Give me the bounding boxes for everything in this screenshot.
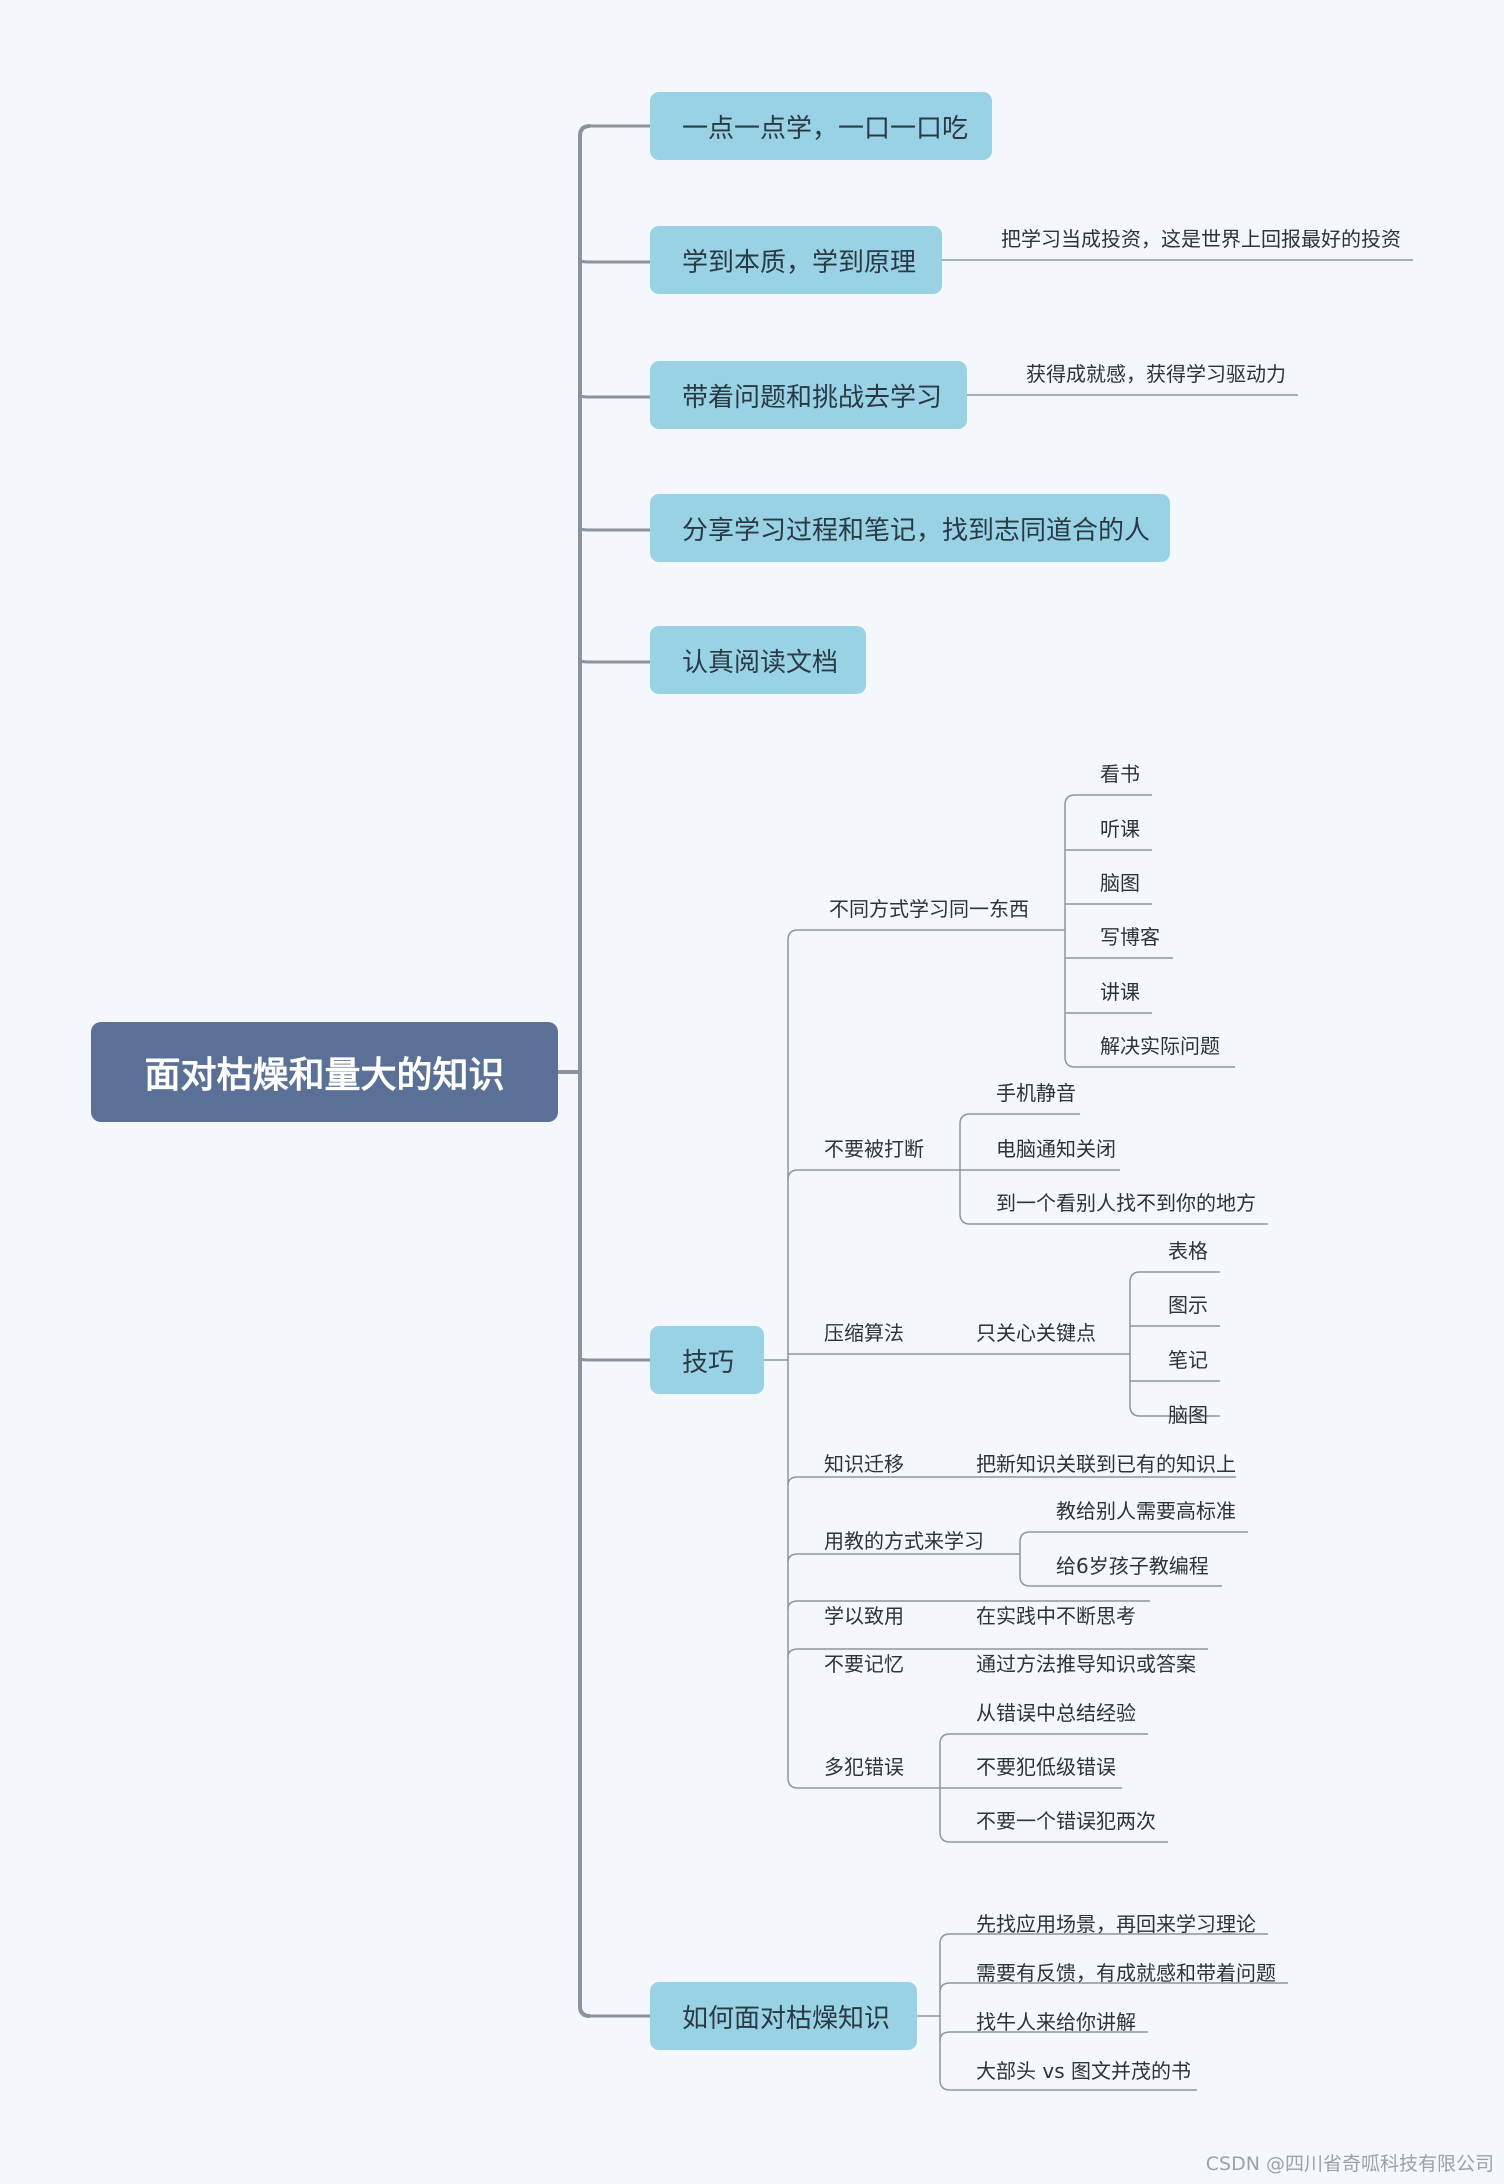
skill-high-standard[interactable]: 教给别人需要高标准 — [1056, 1499, 1236, 1523]
skill-apply-detail[interactable]: 在实践中不断思考 — [976, 1604, 1136, 1628]
tip-expert[interactable]: 找牛人来给你讲解 — [976, 2010, 1136, 2034]
skill-way-solve-problems[interactable]: 解决实际问题 — [1100, 1034, 1220, 1058]
note-achievement[interactable]: 获得成就感，获得学习驱动力 — [1026, 362, 1286, 386]
skill-make-mistakes[interactable]: 多犯错误 — [824, 1755, 904, 1779]
topic-read-docs[interactable]: 认真阅读文档 — [650, 626, 866, 694]
skill-apply[interactable]: 学以致用 — [824, 1604, 904, 1628]
skill-no-memorize[interactable]: 不要记忆 — [824, 1652, 904, 1676]
tip-scenario-first[interactable]: 先找应用场景，再回来学习理论 — [976, 1912, 1256, 1936]
skill-learn-from-errors[interactable]: 从错误中总结经验 — [976, 1701, 1136, 1725]
topic-skills[interactable]: 技巧 — [650, 1326, 764, 1394]
skill-way-mindmap[interactable]: 脑图 — [1100, 871, 1140, 895]
tip-feedback[interactable]: 需要有反馈，有成就感和带着问题 — [976, 1961, 1276, 1985]
topic-share-notes[interactable]: 分享学习过程和笔记，找到志同道合的人 — [650, 494, 1170, 562]
skill-mindmap[interactable]: 脑图 — [1168, 1403, 1208, 1427]
note-invest[interactable]: 把学习当成投资，这是世界上回报最好的投资 — [1001, 227, 1401, 251]
skill-key-points[interactable]: 只关心关键点 — [976, 1321, 1096, 1345]
skill-phone-silent[interactable]: 手机静音 — [996, 1081, 1076, 1105]
tip-books[interactable]: 大部头 vs 图文并茂的书 — [976, 2059, 1191, 2083]
skill-table[interactable]: 表格 — [1168, 1239, 1208, 1263]
skill-way-teach[interactable]: 讲课 — [1100, 980, 1140, 1004]
skill-way-blog[interactable]: 写博客 — [1100, 925, 1160, 949]
watermark: CSDN @四川省奇呱科技有限公司 — [1205, 2153, 1494, 2175]
topic-bite-by-bite[interactable]: 一点一点学，一口一口吃 — [650, 92, 992, 160]
skill-derive[interactable]: 通过方法推导知识或答案 — [976, 1652, 1196, 1676]
skill-compression[interactable]: 压缩算法 — [824, 1321, 904, 1345]
skill-multiple-ways[interactable]: 不同方式学习同一东西 — [829, 897, 1029, 921]
topic-learn-essence[interactable]: 学到本质，学到原理 — [650, 226, 942, 294]
skill-no-low-errors[interactable]: 不要犯低级错误 — [976, 1755, 1116, 1779]
skill-no-repeat-errors[interactable]: 不要一个错误犯两次 — [976, 1809, 1156, 1833]
skill-way-lecture[interactable]: 听课 — [1100, 817, 1140, 841]
topic-face-boring-knowledge[interactable]: 如何面对枯燥知识 — [650, 1982, 917, 2050]
skill-no-interruption[interactable]: 不要被打断 — [824, 1137, 924, 1161]
skill-notes[interactable]: 笔记 — [1168, 1348, 1208, 1372]
root-topic[interactable]: 面对枯燥和量大的知识 — [91, 1022, 558, 1122]
skill-transfer[interactable]: 知识迁移 — [824, 1452, 904, 1476]
skill-notifications-off[interactable]: 电脑通知关闭 — [996, 1137, 1116, 1161]
skill-hidden-place[interactable]: 到一个看别人找不到你的地方 — [996, 1191, 1256, 1215]
skill-learn-by-teaching[interactable]: 用教的方式来学习 — [824, 1529, 984, 1553]
skill-way-book[interactable]: 看书 — [1100, 762, 1140, 786]
topic-learn-with-problems[interactable]: 带着问题和挑战去学习 — [650, 361, 967, 429]
skill-transfer-detail[interactable]: 把新知识关联到已有的知识上 — [976, 1452, 1236, 1476]
skill-diagram[interactable]: 图示 — [1168, 1293, 1208, 1317]
skill-teach-child[interactable]: 给6岁孩子教编程 — [1056, 1554, 1209, 1578]
